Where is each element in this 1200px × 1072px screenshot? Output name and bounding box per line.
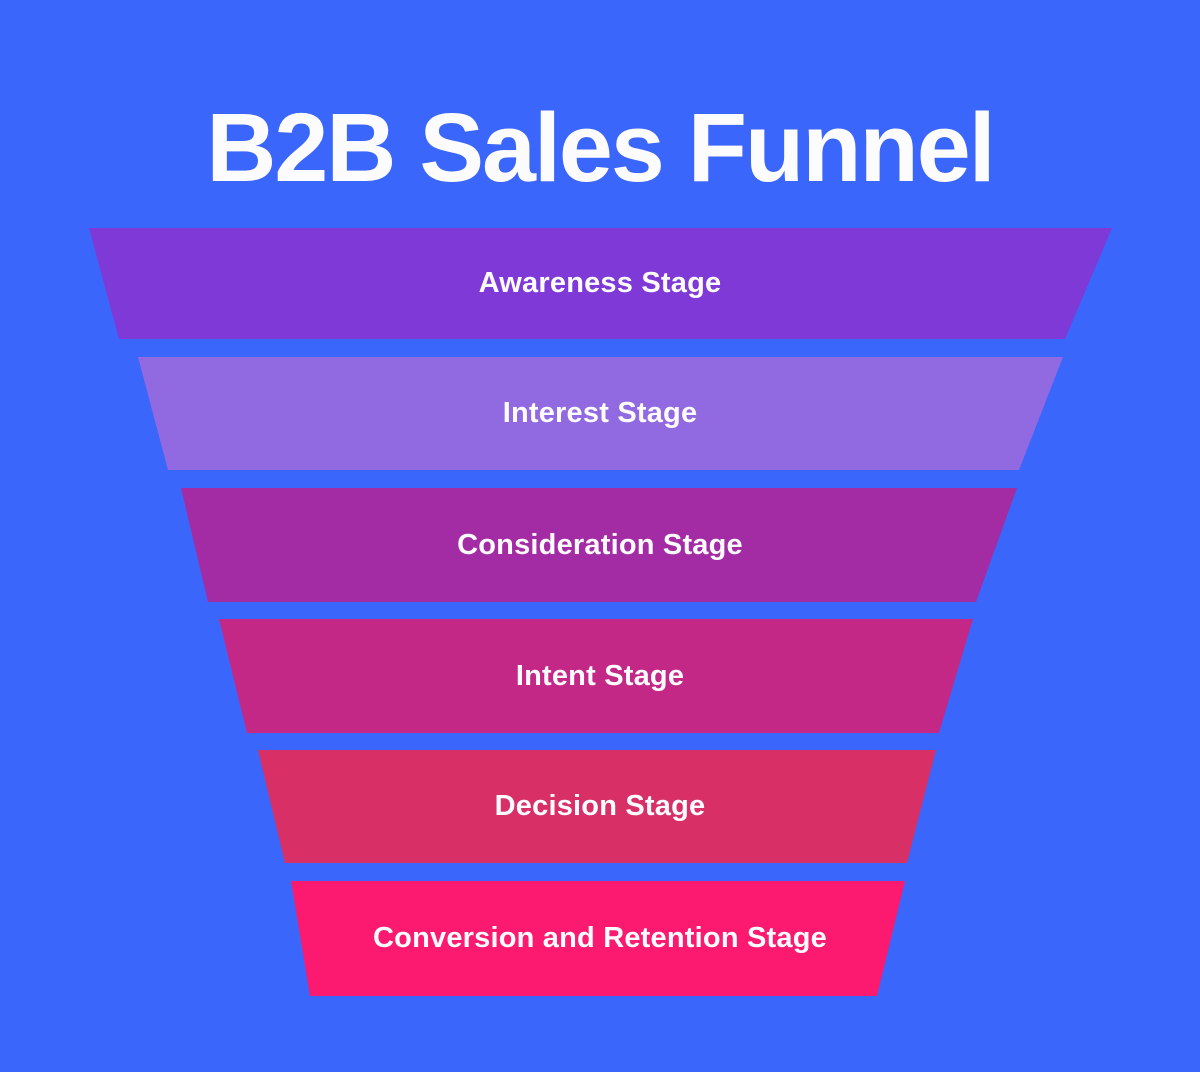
stage-label: Intent Stage (515, 659, 685, 692)
funnel-stage-interest: Interest Stage (138, 357, 1063, 470)
funnel-stage-intent: Intent Stage (219, 619, 973, 733)
funnel-stage-decision: Decision Stage (258, 750, 936, 863)
stage-label: Conversion and Retention Stage (373, 922, 827, 954)
page-title: B2B Sales Funnel (206, 93, 995, 202)
funnel-stage-conversion-retention: Conversion and Retention Stage (291, 881, 905, 996)
stage-label: Consideration Stage (457, 528, 743, 561)
stage-label: Awareness Stage (478, 267, 722, 299)
funnel-stage-consideration: Consideration Stage (181, 488, 1017, 602)
stage-label: Interest Stage (502, 397, 698, 429)
funnel-stage-awareness: Awareness Stage (89, 228, 1112, 339)
stage-label: Decision Stage (494, 790, 706, 822)
